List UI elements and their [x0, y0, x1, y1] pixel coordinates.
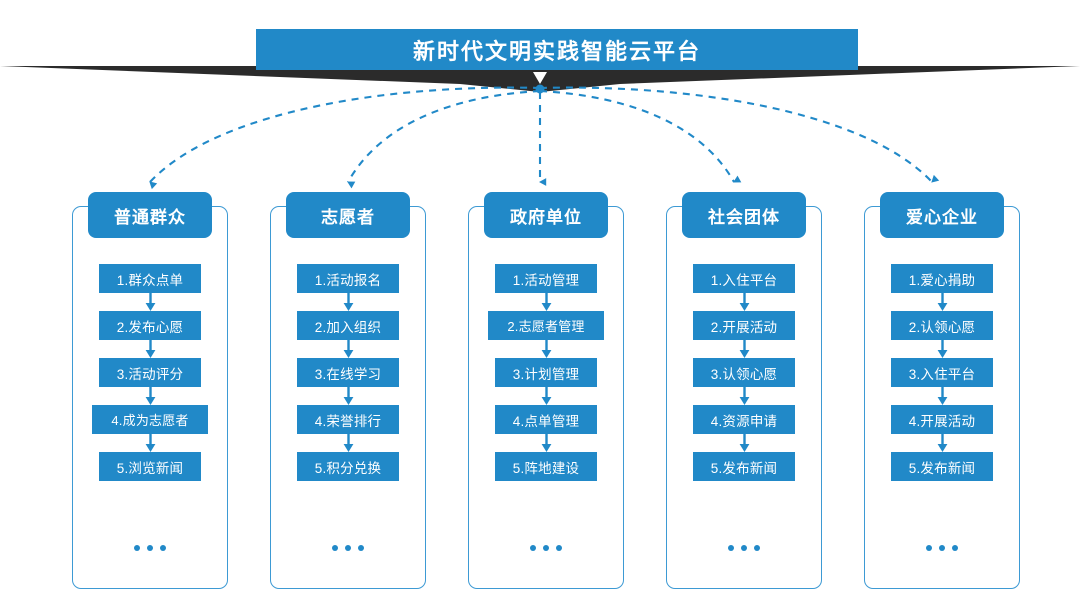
list-item[interactable]: 4.资源申请	[693, 405, 795, 434]
list-item[interactable]: 3.在线学习	[297, 358, 399, 387]
arrow-down-icon	[739, 293, 749, 311]
list-item[interactable]: 1.活动管理	[495, 264, 597, 293]
list-item[interactable]: 2.发布心愿	[99, 311, 201, 340]
list-item[interactable]: 5.发布新闻	[891, 452, 993, 481]
list-item[interactable]: 3.活动评分	[99, 358, 201, 387]
list-item[interactable]: 1.爱心捐助	[891, 264, 993, 293]
arrow-down-icon	[343, 434, 353, 452]
list-item[interactable]: 5.浏览新闻	[99, 452, 201, 481]
ellipsis-indicator	[134, 545, 166, 551]
ellipsis-dot	[332, 545, 338, 551]
arrow-down-icon	[937, 293, 947, 311]
list-item[interactable]: 5.阵地建设	[495, 452, 597, 481]
column-item-list: 1.活动管理 2.志愿者管理 3.计划管理 4.点单管理 5.阵地建设	[468, 264, 624, 481]
ellipsis-dot	[556, 545, 562, 551]
ellipsis-dot	[345, 545, 351, 551]
ellipsis-dot	[530, 545, 536, 551]
arrow-down-icon	[541, 434, 551, 452]
ellipsis-dot	[952, 545, 958, 551]
arrow-down-icon	[937, 434, 947, 452]
page-title: 新时代文明实践智能云平台	[412, 38, 701, 64]
list-item[interactable]: 4.开展活动	[891, 405, 993, 434]
column-ordinary-public: 普通群众 1.群众点单 2.发布心愿 3.活动评分 4.成为志愿者 5.浏览新闻	[72, 192, 228, 589]
connector-to-volunteer	[347, 89, 541, 189]
connector-hub-node	[535, 84, 545, 94]
column-header-volunteer[interactable]: 志愿者	[286, 192, 410, 238]
ellipsis-dot	[728, 545, 734, 551]
ellipsis-indicator	[728, 545, 760, 551]
arrow-down-icon	[739, 387, 749, 405]
ellipsis-dot	[134, 545, 140, 551]
arrow-down-icon	[541, 293, 551, 311]
ellipsis-indicator	[332, 545, 364, 551]
list-item[interactable]: 1.群众点单	[99, 264, 201, 293]
connector-to-social-group	[539, 89, 742, 183]
list-item[interactable]: 3.入住平台	[891, 358, 993, 387]
list-item[interactable]: 2.开展活动	[693, 311, 795, 340]
ellipsis-indicator	[926, 545, 958, 551]
column-item-list: 1.活动报名 2.加入组织 3.在线学习 4.荣誉排行 5.积分兑换	[270, 264, 426, 481]
list-item[interactable]: 4.荣誉排行	[297, 405, 399, 434]
list-item[interactable]: 2.认领心愿	[891, 311, 993, 340]
column-header-government-unit[interactable]: 政府单位	[484, 192, 608, 238]
connector-to-ordinary-public	[149, 86, 541, 190]
platform-title-banner: 新时代文明实践智能云平台	[256, 29, 858, 70]
list-item[interactable]: 4.点单管理	[495, 405, 597, 434]
ellipsis-dot	[160, 545, 166, 551]
column-item-list: 1.入住平台 2.开展活动 3.认领心愿 4.资源申请 5.发布新闻	[666, 264, 822, 481]
arrow-down-icon	[541, 387, 551, 405]
list-item[interactable]: 2.加入组织	[297, 311, 399, 340]
ellipsis-indicator	[530, 545, 562, 551]
arrow-down-icon	[937, 387, 947, 405]
arrow-down-icon	[343, 387, 353, 405]
ellipsis-dot	[741, 545, 747, 551]
list-item[interactable]: 5.发布新闻	[693, 452, 795, 481]
column-caring-enterprise: 爱心企业 1.爱心捐助 2.认领心愿 3.入住平台 4.开展活动 5.发布新闻	[864, 192, 1020, 589]
list-item[interactable]: 4.成为志愿者	[92, 405, 208, 434]
list-item[interactable]: 1.活动报名	[297, 264, 399, 293]
arrow-down-icon	[145, 387, 155, 405]
column-item-list: 1.群众点单 2.发布心愿 3.活动评分 4.成为志愿者 5.浏览新闻	[72, 264, 228, 481]
column-social-group: 社会团体 1.入住平台 2.开展活动 3.认领心愿 4.资源申请 5.发布新闻	[666, 192, 822, 589]
arrow-down-icon	[343, 340, 353, 358]
arrow-down-icon	[541, 340, 551, 358]
ellipsis-dot	[358, 545, 364, 551]
column-government-unit: 政府单位 1.活动管理 2.志愿者管理 3.计划管理 4.点单管理 5.阵地建设	[468, 192, 624, 589]
arrow-down-icon	[343, 293, 353, 311]
column-header-ordinary-public[interactable]: 普通群众	[88, 192, 212, 238]
ellipsis-dot	[754, 545, 760, 551]
column-header-caring-enterprise[interactable]: 爱心企业	[880, 192, 1004, 238]
ellipsis-dot	[543, 545, 549, 551]
connector-to-caring-enterprise	[539, 86, 940, 183]
ellipsis-dot	[926, 545, 932, 551]
arrow-down-icon	[739, 434, 749, 452]
list-item[interactable]: 2.志愿者管理	[488, 311, 604, 340]
arrow-down-icon	[145, 293, 155, 311]
column-header-social-group[interactable]: 社会团体	[682, 192, 806, 238]
ellipsis-dot	[939, 545, 945, 551]
ellipsis-dot	[147, 545, 153, 551]
column-volunteer: 志愿者 1.活动报名 2.加入组织 3.在线学习 4.荣誉排行 5.积分兑换	[270, 192, 426, 589]
arrow-down-icon	[145, 340, 155, 358]
chevron-down-icon	[533, 72, 547, 84]
list-item[interactable]: 1.入住平台	[693, 264, 795, 293]
list-item[interactable]: 3.计划管理	[495, 358, 597, 387]
arrow-down-icon	[145, 434, 155, 452]
column-item-list: 1.爱心捐助 2.认领心愿 3.入住平台 4.开展活动 5.发布新闻	[864, 264, 1020, 481]
arrow-down-icon	[739, 340, 749, 358]
list-item[interactable]: 3.认领心愿	[693, 358, 795, 387]
arrow-down-icon	[937, 340, 947, 358]
list-item[interactable]: 5.积分兑换	[297, 452, 399, 481]
